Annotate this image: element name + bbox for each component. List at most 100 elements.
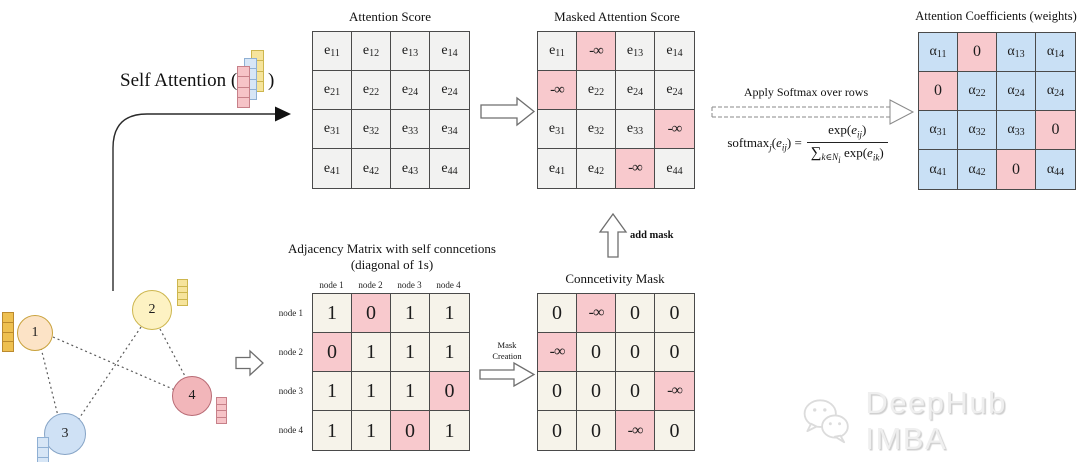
softmax-arrowhead [889, 99, 915, 125]
matrix-cell: 0 [538, 372, 577, 411]
matrix-cell: -∞ [616, 149, 655, 188]
graph-to-score-arrow [112, 113, 276, 291]
mask-creation-label-line1: Mask [497, 340, 517, 350]
mask-creation-label: Mask Creation [479, 340, 535, 362]
adjacency-title-line2: (diagonal of 1s) [350, 257, 434, 272]
adjacency-row-headers: node 1 node 2 node 3 node 4 [270, 293, 308, 449]
watermark-text: DeepHub IMBA [865, 385, 1007, 456]
graph-node-4: 4 [172, 376, 212, 416]
matrix-cell: 0 [655, 333, 694, 372]
formula-lhs: softmaxj(eij) = [727, 134, 802, 153]
adjacency-title-line1: Adjacency Matrix with self conncetions [288, 241, 496, 256]
formula-fraction: exp(eij) ∑k∈Ni exp(eik) [806, 122, 888, 165]
graph-node-2: 2 [132, 290, 172, 330]
matrix-cell: 0 [997, 150, 1036, 189]
matrix-cell: 0 [919, 72, 958, 111]
matrix-cell: 0 [577, 372, 616, 411]
matrix-cell: 1 [352, 411, 391, 450]
matrix-cell: 0 [577, 411, 616, 450]
matrix-cell: 1 [430, 333, 469, 372]
attention-score-title: Attention Score [349, 9, 431, 24]
matrix-cell: 0 [391, 411, 430, 450]
matrix-cell: 0 [313, 333, 352, 372]
softmax-formula: softmaxj(eij) = exp(eij) ∑k∈Ni exp(eik) [700, 122, 915, 165]
matrix-cell: 0 [616, 333, 655, 372]
graph-to-score-arrowhead [275, 106, 291, 122]
matrix-cell: 0 [430, 372, 469, 411]
graph-node-3-label: 3 [61, 426, 69, 441]
formula-numerator: exp(eij) [806, 122, 888, 143]
feature-vector-node3-icon [37, 437, 49, 462]
mask-creation-label-line2: Creation [492, 351, 522, 362]
matrix-cell: 0 [577, 333, 616, 372]
mask-creation-arrow-icon [479, 361, 536, 388]
matrix-cell: 0 [538, 411, 577, 450]
adjacency-row-header: node 4 [278, 424, 303, 435]
add-mask-label: add mask [630, 230, 674, 241]
matrix-cell: -∞ [655, 372, 694, 411]
matrix-cell: 1 [391, 333, 430, 372]
graph-node-2-label: 2 [148, 302, 156, 317]
matrix-cell: -∞ [616, 411, 655, 450]
adjacency-row-header: node 2 [278, 346, 303, 357]
matrix-cell: 0 [655, 294, 694, 333]
matrix-cell: -∞ [577, 32, 616, 71]
matrix-cell: 1 [352, 333, 391, 372]
watermark: DeepHub IMBA [800, 385, 1080, 457]
formula-denominator: ∑k∈Ni exp(eik) [810, 144, 884, 165]
adjacency-row-header: node 1 [278, 307, 303, 318]
graph-node-3: 3 [44, 413, 86, 455]
adjacency-col-header: node 2 [358, 280, 383, 290]
matrix-cell: -∞ [577, 294, 616, 333]
adjacency-col-header: node 4 [436, 280, 461, 290]
matrix-cell: 0 [616, 372, 655, 411]
adjacency-row-header: node 3 [278, 385, 303, 396]
matrix-cell: 0 [616, 294, 655, 333]
matrix-cell: -∞ [538, 333, 577, 372]
self-attention-vector-pink-icon [237, 66, 250, 108]
wechat-icon [803, 399, 849, 444]
feature-vector-node1-icon [2, 312, 14, 352]
softmax-arrow-shaft [711, 106, 890, 118]
graph-edge-2-3 [77, 326, 142, 421]
matrix-cell: -∞ [655, 110, 694, 149]
graph-edge-2-4 [159, 328, 187, 379]
graph-edge-1-4 [52, 336, 176, 391]
matrix-cell: 1 [391, 372, 430, 411]
